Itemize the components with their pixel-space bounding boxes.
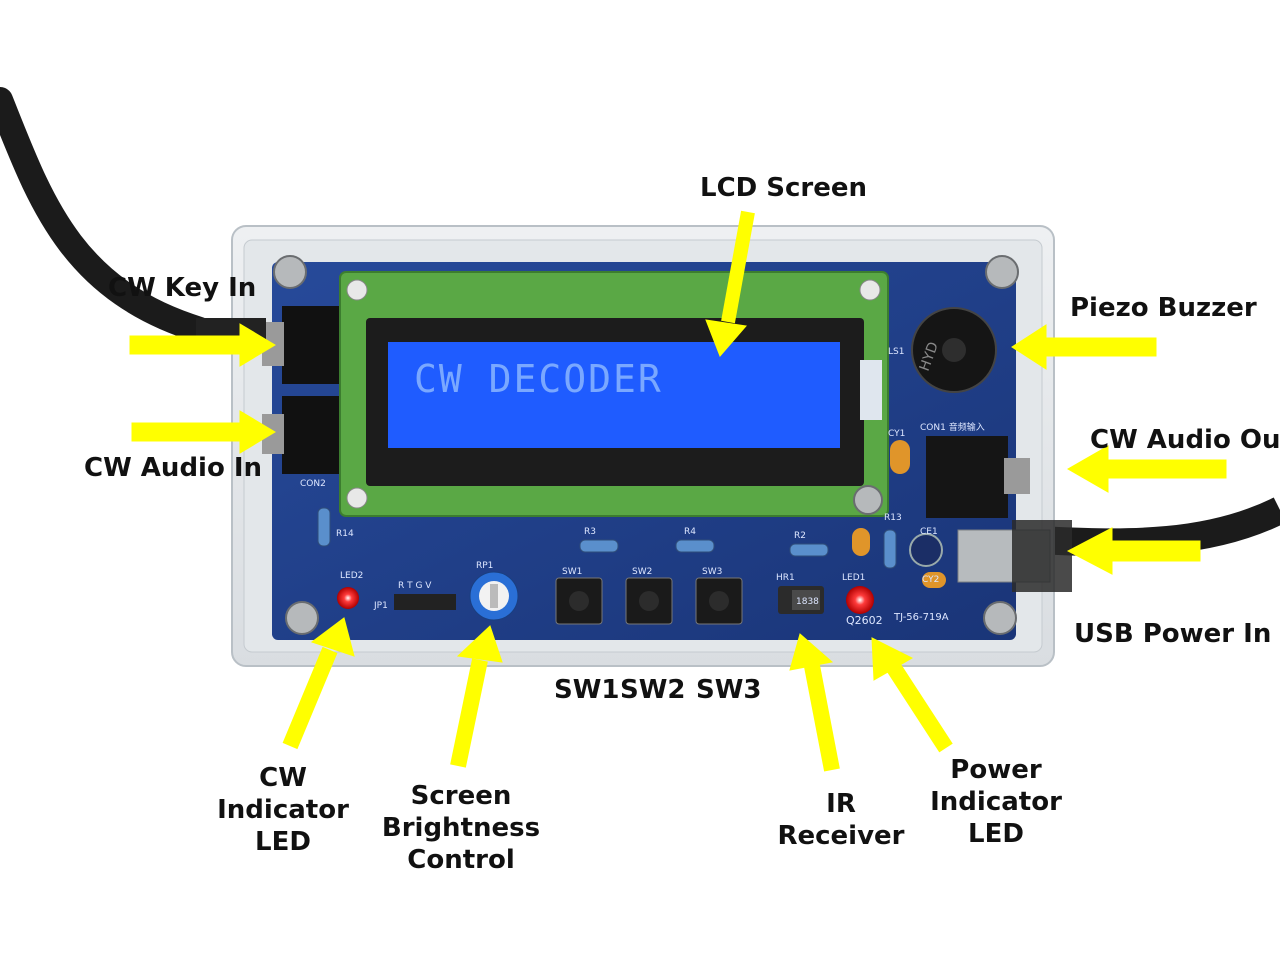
usb-connector — [957, 520, 1072, 592]
label-sw3: SW3 — [696, 675, 762, 705]
lcd-display-area — [388, 342, 840, 448]
silk-sw1: SW1 — [562, 567, 582, 577]
silk-led2: LED2 — [340, 571, 363, 581]
switches — [555, 577, 743, 625]
arrow-power-indicator-led — [871, 637, 953, 753]
screws — [273, 255, 1019, 635]
silk-r14: R14 — [336, 529, 354, 539]
label-cw-key-in: CW Key In — [108, 273, 257, 303]
arrow-screen-brightness — [450, 625, 503, 768]
usb-power-cable — [1039, 497, 1280, 557]
brightness-potentiometer — [469, 571, 519, 621]
arrow-cw-key-in — [129, 323, 276, 367]
arrow-ir-receiver — [789, 633, 840, 772]
silk-led1: LED1 — [842, 573, 865, 583]
cw-indicator-led — [337, 587, 359, 609]
cw-key-cable — [0, 87, 213, 343]
resistors — [317, 507, 897, 569]
silk-cy2: CY2 — [922, 575, 939, 585]
label-power-indicator-led-line2: Indicator — [930, 787, 1062, 817]
audio-out-jack — [926, 436, 1030, 518]
silk-board-id: TJ-56-719A — [893, 612, 949, 623]
arrow-usb-power-in — [1066, 527, 1201, 575]
silk-con2: CON2 — [300, 479, 326, 489]
label-cw-indicator-led-line1: CW — [259, 763, 307, 793]
label-cw-audio-out: CW Audio Out — [1090, 425, 1280, 455]
silk-ls1: LS1 — [888, 347, 904, 357]
label-ir-receiver: IR Receiver — [776, 788, 906, 852]
label-power-indicator-led: Power Indicator LED — [926, 754, 1066, 850]
silk-sw3: SW3 — [702, 567, 722, 577]
label-cw-indicator-led-line2: Indicator — [217, 795, 349, 825]
label-lcd-screen: LCD Screen — [700, 173, 868, 203]
label-cw-audio-in: CW Audio In — [84, 453, 263, 483]
silk-jp1: JP1 — [373, 601, 388, 611]
ir-receiver — [778, 586, 824, 614]
jp1-header — [394, 594, 456, 610]
silk-ir-part: 1838 — [796, 597, 819, 607]
silk-ce1: CE1 — [920, 527, 938, 537]
silk-q-code: Q2602 — [846, 614, 883, 627]
silk-r3: R3 — [584, 527, 596, 537]
piezo-buzzer: HYD — [911, 307, 997, 393]
label-screen-brightness-line3: Control — [407, 845, 515, 875]
silk-cy1: CY1 — [888, 429, 905, 439]
silk-jp1-pins: R T G V — [398, 581, 432, 591]
label-power-indicator-led-line3: LED — [968, 819, 1024, 849]
silk-rp1: RP1 — [476, 561, 493, 571]
silk-hr1: HR1 — [776, 573, 795, 583]
capacitor-ce1 — [909, 533, 943, 567]
arrow-piezo-buzzer — [1011, 324, 1157, 370]
capacitor-cy2 — [922, 572, 946, 588]
cw-audio-jack — [262, 396, 346, 474]
callout-arrows — [129, 210, 1227, 772]
arrow-lcd-screen — [705, 210, 755, 357]
arrow-cw-indicator-led — [282, 617, 355, 750]
label-cw-indicator-led: CW Indicator LED — [210, 762, 356, 858]
label-usb-power-in: USB Power In — [1074, 619, 1272, 649]
silk-r2: R2 — [794, 531, 806, 541]
label-ir-receiver-line2: Receiver — [777, 821, 905, 851]
capacitor-cy1 — [890, 440, 910, 474]
label-sw2: SW2 — [620, 675, 686, 705]
label-screen-brightness-line1: Screen — [410, 781, 512, 811]
silk-r13: R13 — [884, 513, 902, 523]
lcd-text: CW DECODER — [414, 357, 663, 401]
arrow-cw-audio-out — [1066, 445, 1227, 493]
lcd-module — [339, 271, 889, 517]
capacitor-cy — [852, 528, 870, 556]
label-cw-indicator-led-line3: LED — [255, 827, 311, 857]
arrow-cw-audio-in — [131, 410, 276, 454]
label-screen-brightness: Screen Brightness Control — [378, 780, 544, 876]
label-sw1: SW1 — [554, 675, 620, 705]
label-power-indicator-led-line1: Power — [950, 755, 1042, 785]
power-indicator-led — [846, 586, 874, 614]
label-piezo-buzzer: Piezo Buzzer — [1070, 293, 1257, 323]
silk-con1: CON1 音频输入 — [920, 421, 985, 433]
label-screen-brightness-line2: Brightness — [381, 813, 541, 843]
silk-sw2: SW2 — [632, 567, 652, 577]
silk-r4: R4 — [684, 527, 696, 537]
label-ir-receiver-line1: IR — [826, 789, 856, 819]
